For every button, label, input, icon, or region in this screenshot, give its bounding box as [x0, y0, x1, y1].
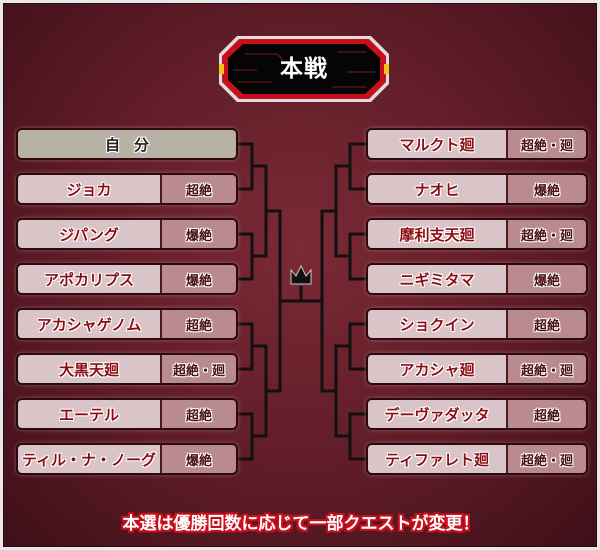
- entry-name: マルクト廻: [368, 130, 506, 158]
- right-entry[interactable]: ショクイン超絶: [366, 308, 588, 340]
- entry-name: アポカリプス: [18, 265, 160, 293]
- entry-name: ティル・ナ・ノーグ: [18, 445, 160, 473]
- entry-tag: 爆絶: [160, 265, 236, 293]
- entry-tag: 爆絶: [160, 220, 236, 248]
- left-entry[interactable]: 大黒天廻超絶・廻: [16, 353, 238, 385]
- banner-frame-icon: [219, 36, 389, 102]
- entry-tag: 超絶・廻: [160, 355, 236, 383]
- right-entry[interactable]: ニギミタマ爆絶: [366, 263, 588, 295]
- crown-icon: [290, 264, 312, 285]
- title-text: 本戦: [280, 56, 328, 82]
- entry-tag: 爆絶: [506, 175, 586, 203]
- left-entry[interactable]: ジパング爆絶: [16, 218, 238, 250]
- entry-name: 自分: [18, 130, 236, 158]
- entry-tag: 超絶: [160, 310, 236, 338]
- tournament-panel: 本戦 自分ジョカ超絶ジパング爆絶アポカリプス爆絶アカシャゲノム超絶大黒天廻超絶・…: [3, 3, 597, 547]
- entry-tag: 超絶: [506, 310, 586, 338]
- right-entry[interactable]: 摩利支天廻超絶・廻: [366, 218, 588, 250]
- bracket-lines: [238, 142, 366, 461]
- right-entry[interactable]: ティファレト廻超絶・廻: [366, 443, 588, 475]
- left-entry[interactable]: ジョカ超絶: [16, 173, 238, 205]
- right-entry[interactable]: アカシャ廻超絶・廻: [366, 353, 588, 385]
- entry-name: ティファレト廻: [368, 445, 506, 473]
- entry-tag: 爆絶: [160, 445, 236, 473]
- entry-name: デーヴァダッタ: [368, 400, 506, 428]
- entry-name: ジョカ: [18, 175, 160, 203]
- entry-name: アカシャゲノム: [18, 310, 160, 338]
- left-entry[interactable]: エーテル超絶: [16, 398, 238, 430]
- left-entry[interactable]: アカシャゲノム超絶: [16, 308, 238, 340]
- right-entry[interactable]: ナオヒ爆絶: [366, 173, 588, 205]
- left-entry[interactable]: アポカリプス爆絶: [16, 263, 238, 295]
- entry-name: ナオヒ: [368, 175, 506, 203]
- entry-tag: 超絶: [160, 400, 236, 428]
- entry-tag: 超絶: [506, 400, 586, 428]
- right-entry[interactable]: マルクト廻超絶・廻: [366, 128, 588, 160]
- entry-tag: 超絶・廻: [506, 355, 586, 383]
- entry-name: ジパング: [18, 220, 160, 248]
- entry-tag: 超絶: [160, 175, 236, 203]
- entry-name: ショクイン: [368, 310, 506, 338]
- entry-tag: 爆絶: [506, 265, 586, 293]
- entry-name: アカシャ廻: [368, 355, 506, 383]
- left-entry[interactable]: 自分: [16, 128, 238, 160]
- entry-name: 大黒天廻: [18, 355, 160, 383]
- title-banner: 本戦: [217, 32, 391, 106]
- entry-tag: 超絶・廻: [506, 130, 586, 158]
- footer-notice: 本選は優勝回数に応じて一部クエストが変更！: [122, 514, 480, 534]
- entry-name: ニギミタマ: [368, 265, 506, 293]
- left-entry[interactable]: ティル・ナ・ノーグ爆絶: [16, 443, 238, 475]
- entry-name: 摩利支天廻: [368, 220, 506, 248]
- entry-tag: 超絶・廻: [506, 220, 586, 248]
- right-entry[interactable]: デーヴァダッタ超絶: [366, 398, 588, 430]
- entry-name: エーテル: [18, 400, 160, 428]
- entry-tag: 超絶・廻: [506, 445, 586, 473]
